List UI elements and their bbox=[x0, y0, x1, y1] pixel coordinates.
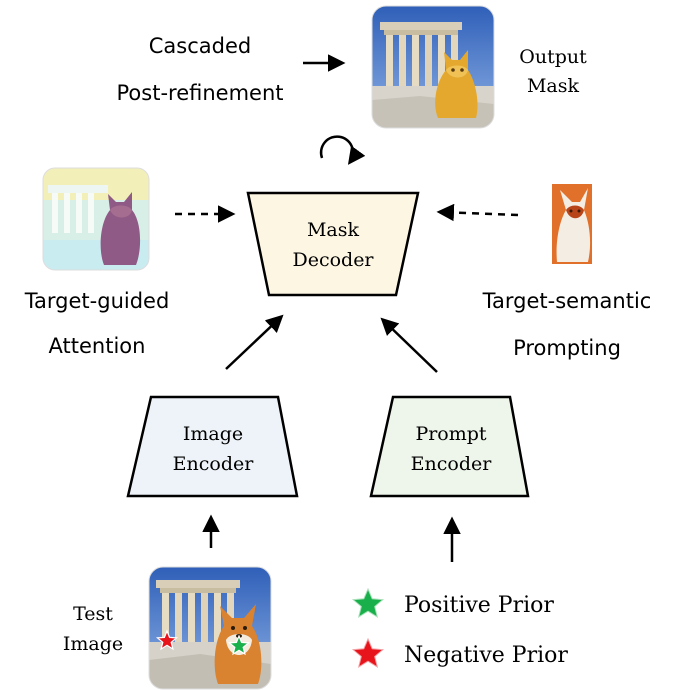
semantic-dashed-arrow bbox=[436, 203, 519, 222]
positive-prior-star-icon bbox=[351, 587, 385, 618]
mask-decoder-box bbox=[246, 191, 420, 297]
image-encoder-line1: Image bbox=[183, 423, 243, 445]
target-semantic-label: Target-semantic bbox=[482, 289, 652, 313]
test-label: Test bbox=[73, 603, 113, 625]
negative-prior-label: Negative Prior bbox=[404, 643, 568, 668]
output-mask-image bbox=[371, 5, 495, 129]
mask-decoder-line2: Decoder bbox=[292, 249, 374, 271]
semantic-dog-image bbox=[552, 184, 592, 264]
prompt-encoder-line2: Encoder bbox=[411, 453, 493, 475]
attention-label: Attention bbox=[49, 334, 146, 358]
post-refinement-label: Post-refinement bbox=[117, 81, 284, 105]
refinement-loop-arrow bbox=[319, 135, 366, 165]
cascaded-label: Cascaded bbox=[149, 34, 251, 58]
negative-prior-star-icon bbox=[351, 637, 385, 668]
test-image bbox=[148, 566, 272, 690]
attention-map-image bbox=[42, 167, 150, 271]
negative-point-star-icon bbox=[155, 629, 179, 651]
image-encoder-box bbox=[126, 395, 299, 498]
image-label: Image bbox=[63, 633, 123, 655]
image-encoder-line2: Encoder bbox=[173, 453, 255, 475]
prompting-label: Prompting bbox=[513, 336, 621, 360]
output-label: Output bbox=[519, 46, 587, 68]
target-guided-label: Target-guided bbox=[24, 289, 170, 313]
prompt-encoder-line1: Prompt bbox=[415, 423, 486, 445]
positive-prior-label: Positive Prior bbox=[404, 593, 554, 618]
prompt-to-decoder-arrow bbox=[380, 317, 438, 373]
mask-decoder-line1: Mask bbox=[307, 219, 360, 241]
mask-label: Mask bbox=[527, 75, 580, 97]
positive-point-star-icon bbox=[227, 634, 251, 656]
image-to-decoder-arrow bbox=[225, 314, 284, 370]
prompt-encoder-box bbox=[369, 395, 530, 498]
